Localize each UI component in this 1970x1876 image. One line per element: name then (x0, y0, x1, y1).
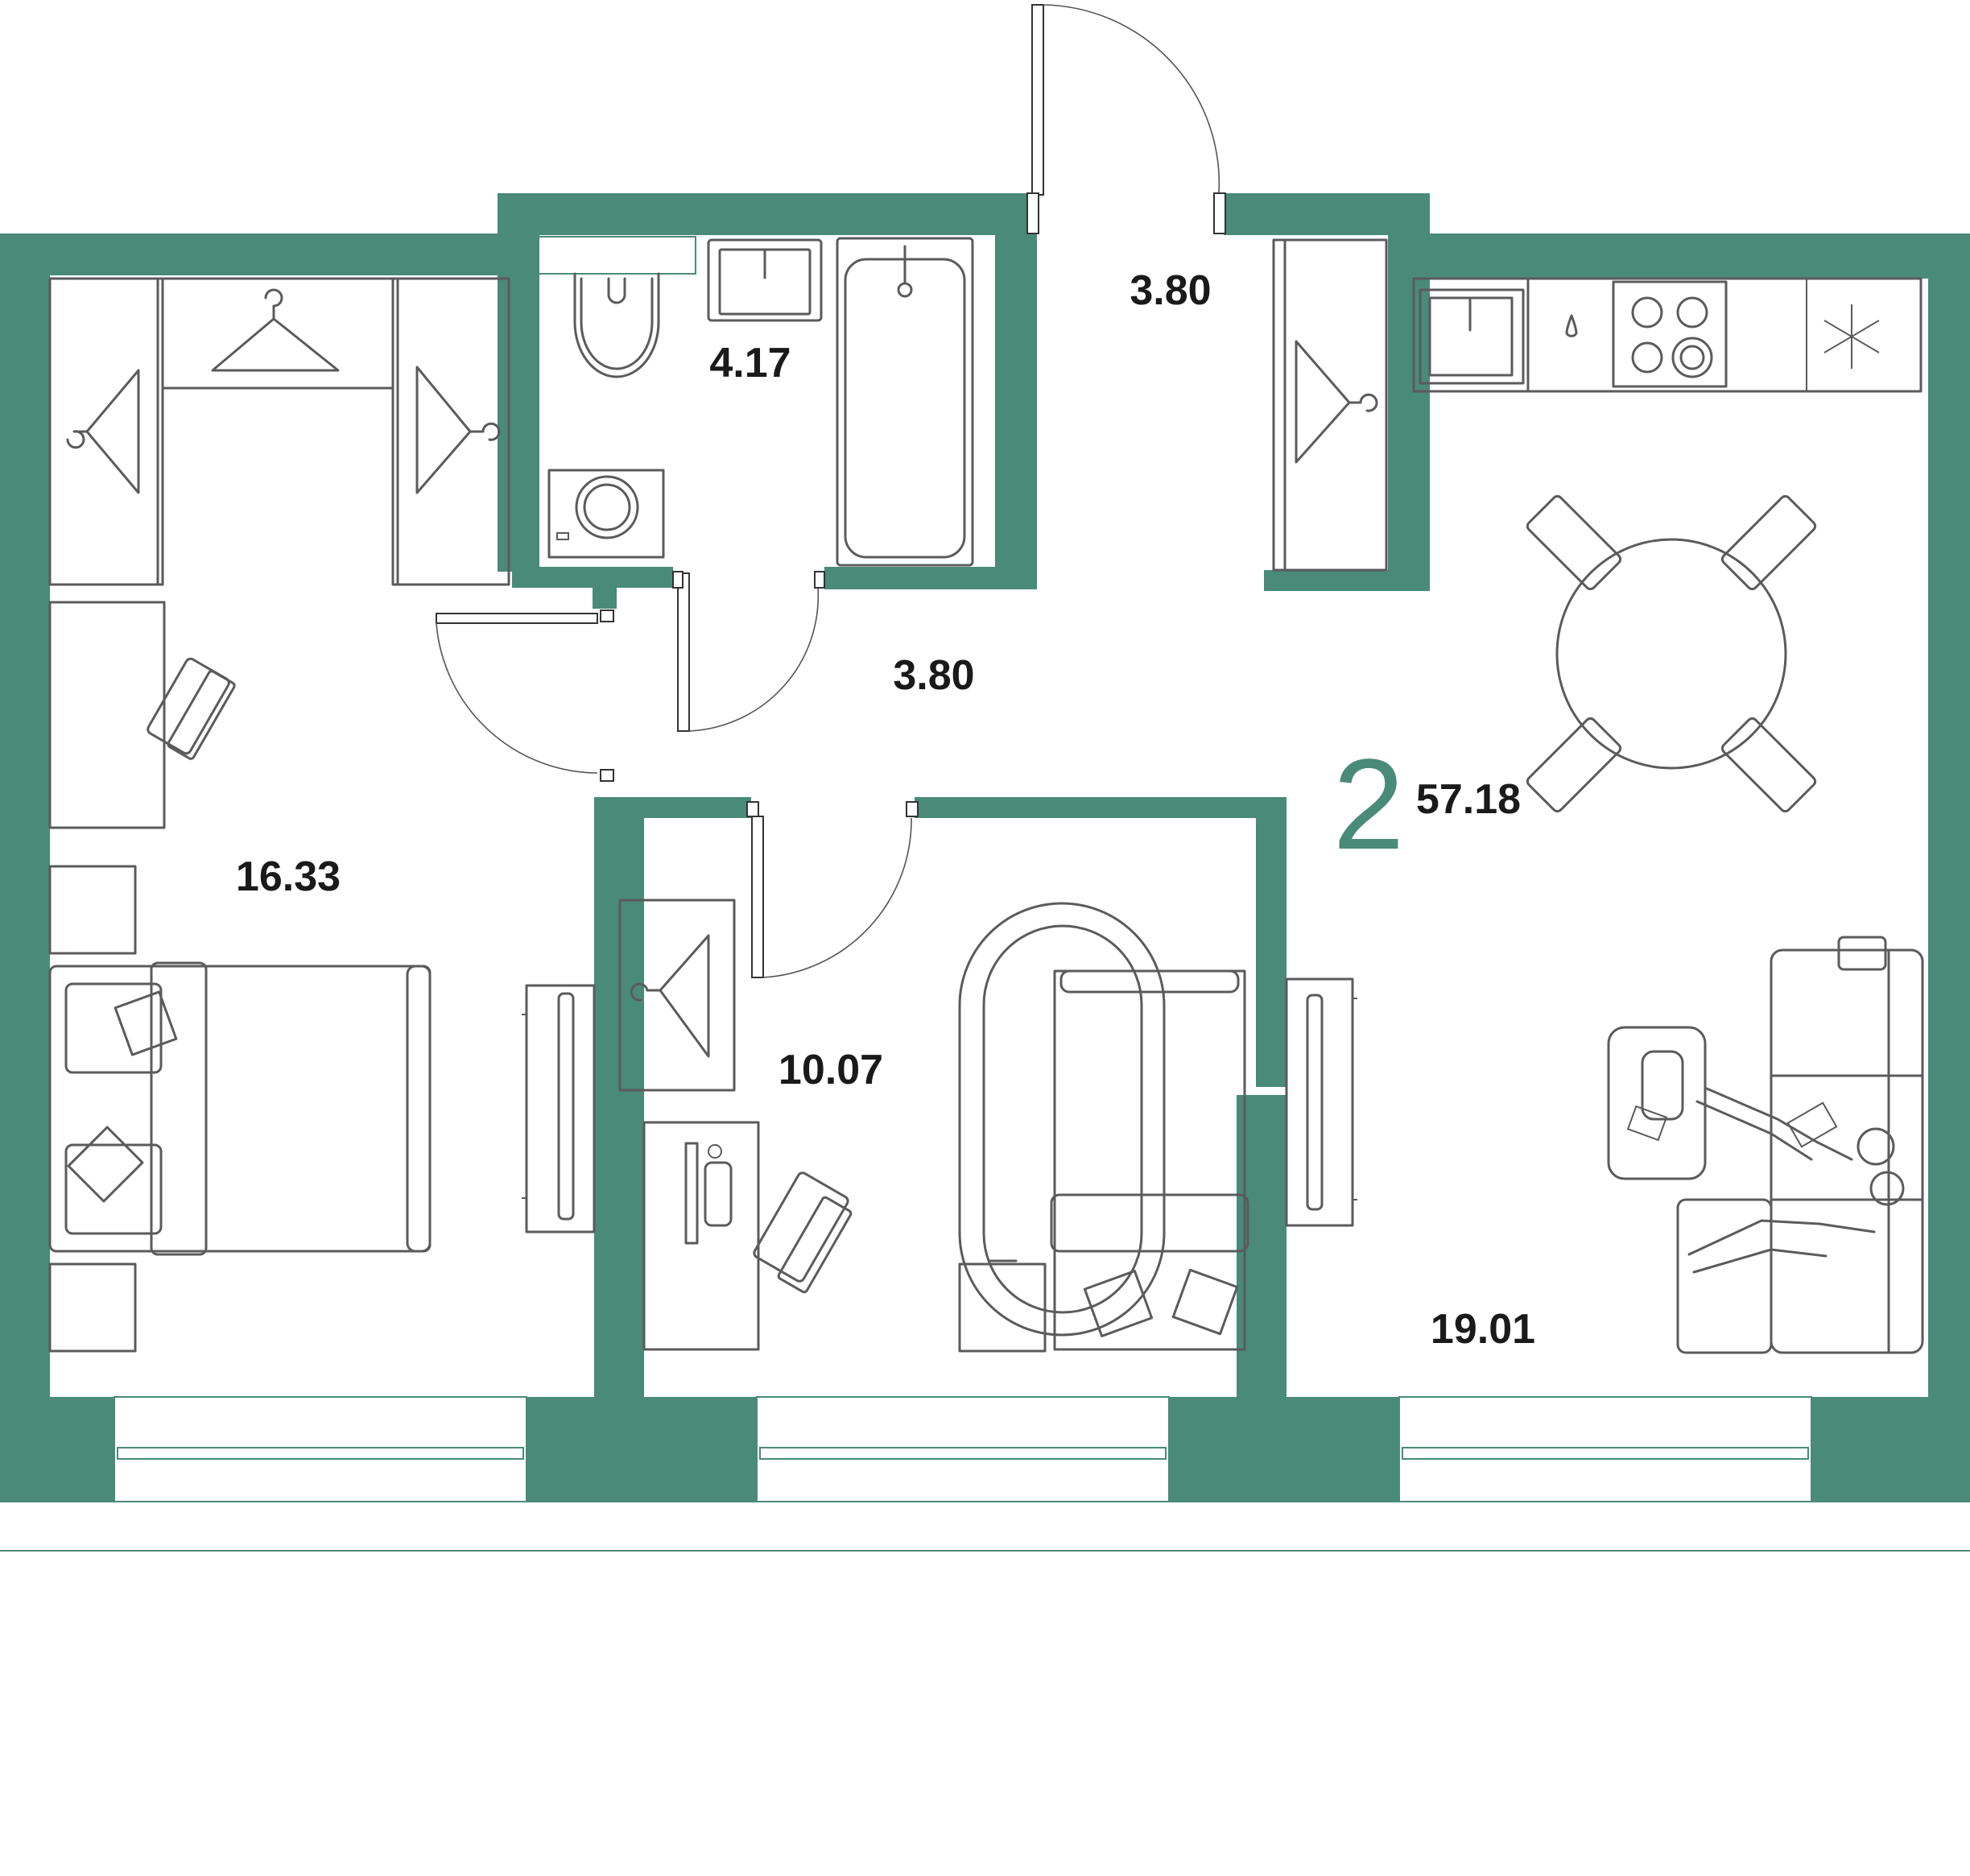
entrance-hall-area: 3.80 (1130, 267, 1211, 314)
small-bedroom-furniture (618, 899, 1249, 1353)
kitchen-furniture (1285, 277, 1924, 1354)
rooms-count: 2 (1333, 732, 1405, 876)
bathroom-area: 4.17 (709, 340, 791, 386)
bedroom-area: 16.33 (236, 853, 341, 900)
windows (0, 236, 1970, 1552)
corridor-area: 3.80 (893, 652, 974, 699)
bedroom-furniture (48, 277, 596, 1353)
room-labels: 4.17 3.80 3.80 16.33 10.07 19.01 2 57.18 (236, 267, 1535, 1353)
walls (0, 193, 1970, 1502)
small-bedroom-area: 10.07 (779, 1047, 883, 1093)
living-kitchen-area: 19.01 (1431, 1306, 1535, 1353)
doors (436, 4, 1226, 978)
bathroom-fixtures (547, 237, 974, 567)
total-area: 57.18 (1416, 776, 1521, 823)
hallway-wardrobe (1272, 238, 1388, 572)
